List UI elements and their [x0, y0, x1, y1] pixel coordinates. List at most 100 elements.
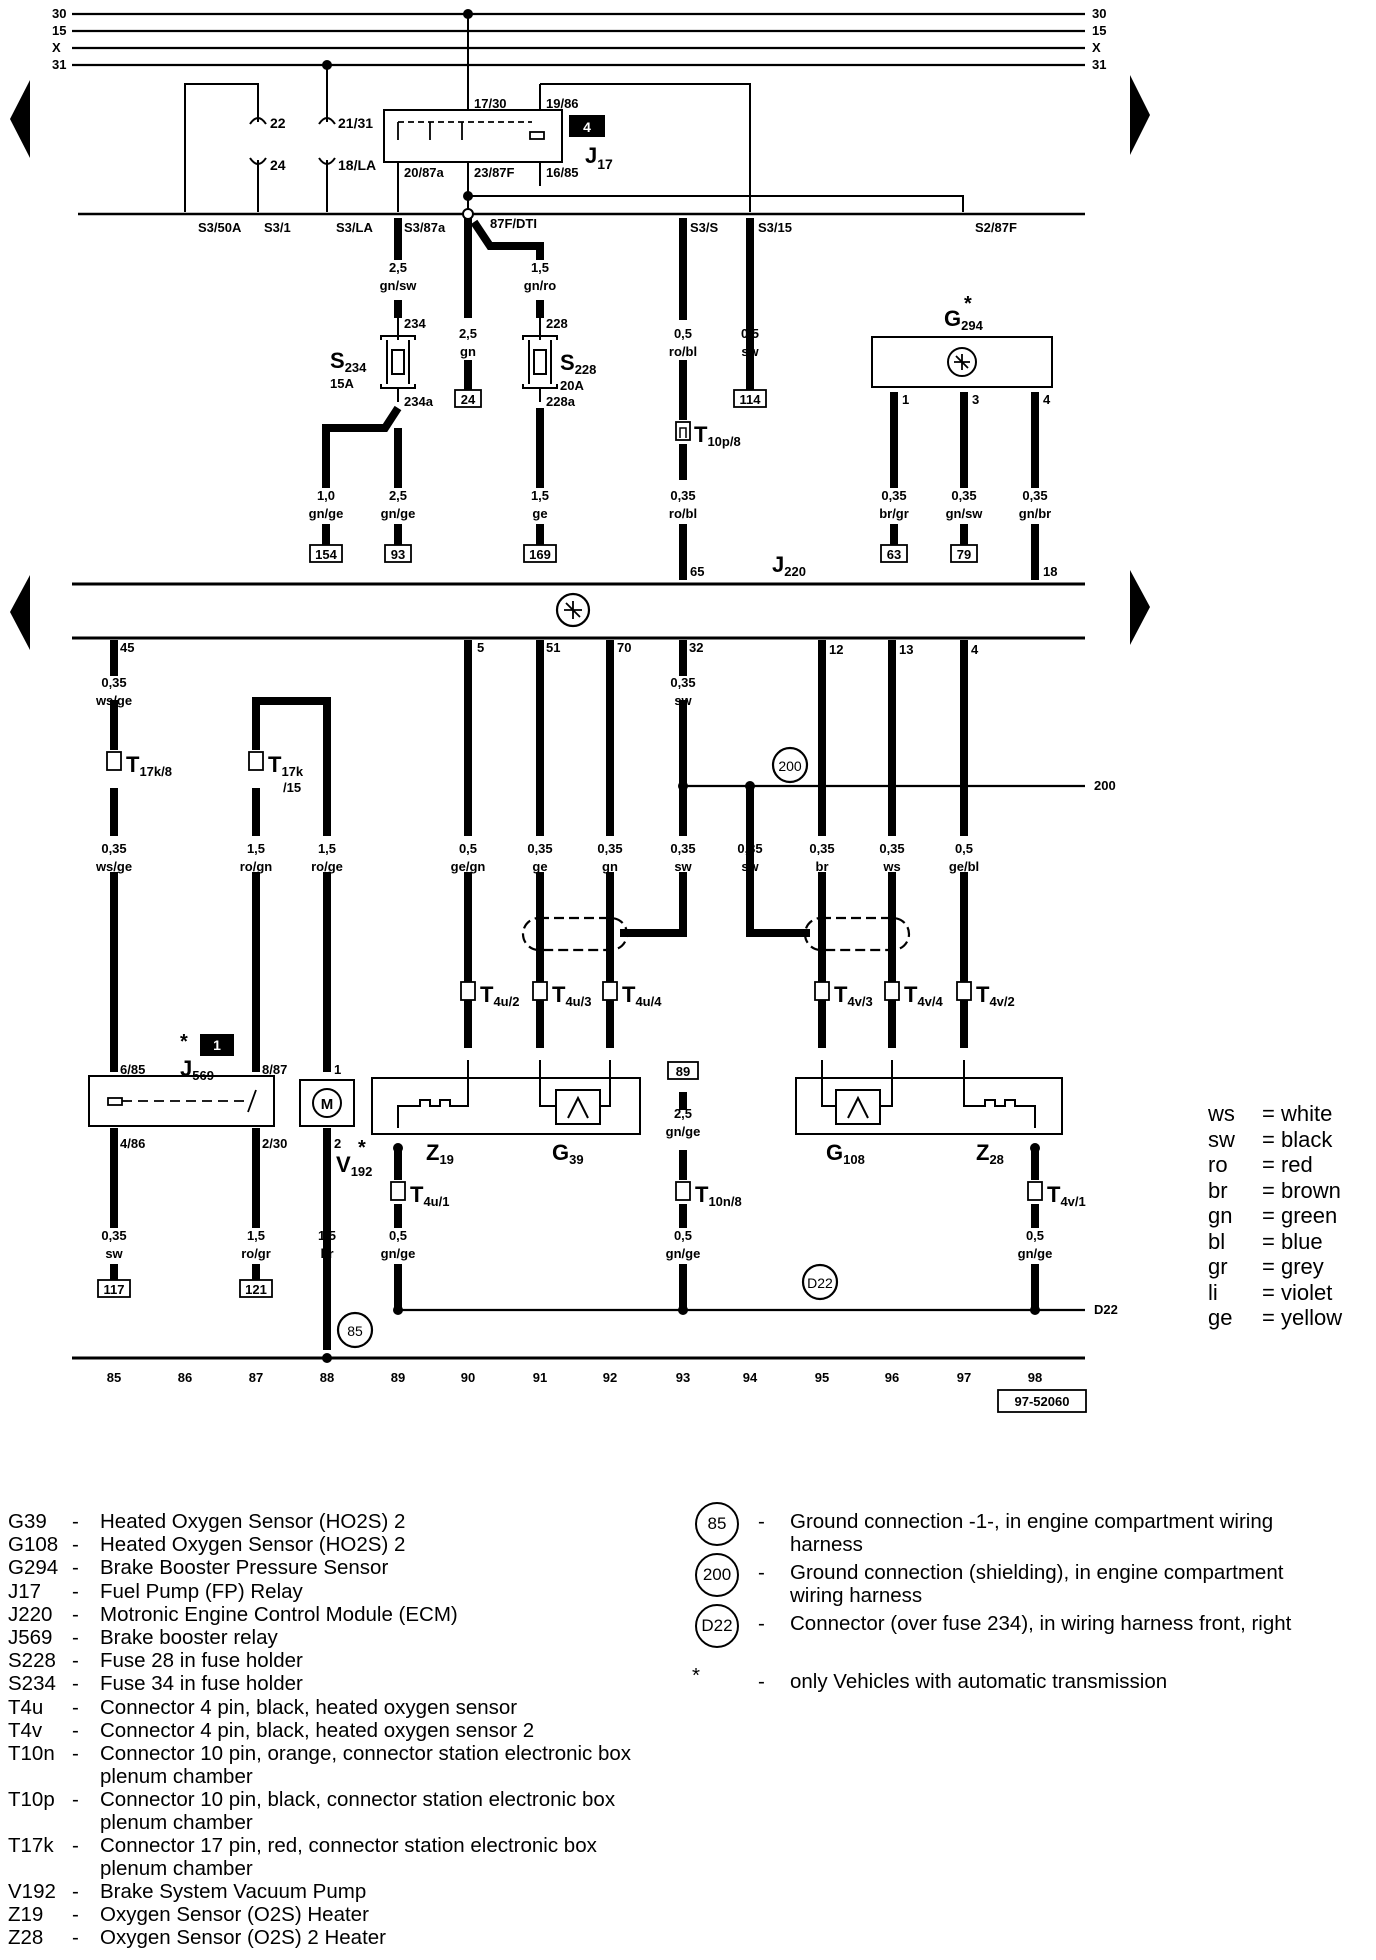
svg-text:0,35: 0,35 — [951, 488, 976, 503]
svg-text:T17k/8: T17k/8 — [126, 752, 172, 779]
svg-text:1: 1 — [902, 392, 909, 407]
svg-text:169: 169 — [529, 547, 551, 562]
svg-text:95: 95 — [815, 1370, 829, 1385]
wire-size: 2,5 — [459, 326, 477, 341]
wire-color: ro/bl — [669, 344, 697, 359]
svg-text:S3/S: S3/S — [690, 220, 719, 235]
svg-text:S3/50A: S3/50A — [198, 220, 242, 235]
svg-text:24: 24 — [461, 392, 476, 407]
svg-text:200: 200 — [778, 758, 802, 774]
svg-text:T4v/1: T4v/1 — [1047, 1182, 1086, 1209]
fuse-s228-label: S228 — [560, 350, 596, 377]
sensor-block-z19-g39 — [371, 1077, 641, 1135]
svg-text:gn/ge: gn/ge — [309, 506, 344, 521]
z19-label: Z19 — [426, 1140, 454, 1167]
page-back-arrow-lower-icon[interactable] — [10, 575, 30, 650]
svg-text:S2/87F: S2/87F — [975, 220, 1017, 235]
svg-text:22: 22 — [270, 115, 286, 131]
svg-text:70: 70 — [617, 640, 631, 655]
svg-text:sw: sw — [741, 859, 759, 874]
svg-text:1: 1 — [334, 1062, 341, 1077]
svg-text:ro/ge: ro/ge — [311, 859, 343, 874]
svg-text:0,35: 0,35 — [670, 675, 695, 690]
svg-text:ge/gn: ge/gn — [451, 859, 486, 874]
wire-size: 1,5 — [531, 260, 549, 275]
svg-text:*: * — [358, 1137, 366, 1159]
fuse-s234-label: S234 — [330, 348, 367, 375]
j17-label: J17 — [585, 143, 613, 172]
svg-text:86: 86 — [178, 1370, 192, 1385]
svg-text:0,35: 0,35 — [809, 841, 834, 856]
page-forward-arrow-icon[interactable] — [1130, 75, 1150, 155]
g294-label: G294 — [944, 306, 984, 333]
wire-color: gn/sw — [380, 278, 418, 293]
svg-text:gn/ge: gn/ge — [666, 1246, 701, 1261]
svg-text:0,35: 0,35 — [881, 488, 906, 503]
svg-text:0,35: 0,35 — [737, 841, 762, 856]
svg-text:gn/br: gn/br — [1019, 506, 1052, 521]
svg-text:br/gr: br/gr — [879, 506, 909, 521]
svg-text:93: 93 — [391, 547, 405, 562]
page-forward-arrow-lower-icon[interactable] — [1130, 570, 1150, 645]
svg-text:18: 18 — [1043, 564, 1057, 579]
svg-text:63: 63 — [887, 547, 901, 562]
rail-label-15-right: 15 — [1092, 23, 1106, 38]
wire-size: 2,5 — [389, 260, 407, 275]
wire-color: gn/ro — [524, 278, 557, 293]
power-rails — [72, 12, 1085, 67]
svg-text:gn/ge: gn/ge — [381, 506, 416, 521]
fuse-s228-rating: 20A — [560, 378, 584, 393]
track-numbers: 85 86 87 88 89 90 91 92 93 94 95 96 97 9… — [107, 1370, 1042, 1385]
svg-text:154: 154 — [315, 547, 337, 562]
v192-label: V192 — [336, 1152, 372, 1179]
rail-label-15-left: 15 — [52, 23, 66, 38]
rail-label-30-left: 30 — [52, 6, 66, 21]
svg-text:1,5: 1,5 — [247, 841, 265, 856]
svg-text:T10n/8: T10n/8 — [695, 1182, 742, 1209]
relay-j569 — [88, 1075, 275, 1127]
page-back-arrow-icon[interactable] — [10, 80, 30, 158]
svg-text:0,5: 0,5 — [955, 841, 973, 856]
svg-text:234: 234 — [404, 316, 426, 331]
svg-text:S3/1: S3/1 — [264, 220, 291, 235]
svg-text:*: * — [180, 1031, 188, 1053]
svg-text:T4v/2: T4v/2 — [976, 982, 1015, 1009]
svg-text:0,5: 0,5 — [1026, 1228, 1044, 1243]
rail-label-31-right: 31 — [1092, 57, 1106, 72]
svg-text:79: 79 — [957, 547, 971, 562]
svg-text:2,5: 2,5 — [389, 488, 407, 503]
svg-text:ws/ge: ws/ge — [95, 693, 132, 708]
svg-text:21/31: 21/31 — [338, 115, 373, 131]
svg-text:65: 65 — [690, 564, 704, 579]
svg-text:0,35: 0,35 — [101, 1228, 126, 1243]
svg-text:23/87F: 23/87F — [474, 165, 515, 180]
svg-text:32: 32 — [689, 640, 703, 655]
svg-text:93: 93 — [676, 1370, 690, 1385]
svg-text:ge: ge — [532, 859, 547, 874]
svg-text:89: 89 — [391, 1370, 405, 1385]
svg-text:97: 97 — [957, 1370, 971, 1385]
svg-text:4/86: 4/86 — [120, 1136, 145, 1151]
svg-text:89: 89 — [676, 1064, 690, 1079]
svg-text:*: * — [964, 293, 972, 315]
svg-text:T4v/4: T4v/4 — [904, 982, 944, 1009]
svg-text:ws: ws — [882, 859, 900, 874]
svg-text:0,35: 0,35 — [670, 841, 695, 856]
svg-text:98: 98 — [1028, 1370, 1042, 1385]
fuse-s234-rating: 15A — [330, 376, 354, 391]
svg-text:D22: D22 — [1094, 1302, 1118, 1317]
svg-text:0,35: 0,35 — [101, 675, 126, 690]
relay-j17 — [383, 109, 563, 163]
figure-id: 97-52060 — [1015, 1394, 1070, 1409]
svg-text:T4u/2: T4u/2 — [480, 982, 519, 1009]
svg-text:0,5: 0,5 — [389, 1228, 407, 1243]
svg-text:ro/gr: ro/gr — [241, 1246, 271, 1261]
g108-label: G108 — [826, 1140, 865, 1167]
ecm-symbol-icon — [555, 592, 591, 628]
svg-text:ws/ge: ws/ge — [95, 859, 132, 874]
svg-text:T4u/4: T4u/4 — [622, 982, 662, 1009]
svg-text:ro/gn: ro/gn — [240, 859, 273, 874]
svg-text:18/LA: 18/LA — [338, 157, 376, 173]
svg-text:T4v/3: T4v/3 — [834, 982, 873, 1009]
